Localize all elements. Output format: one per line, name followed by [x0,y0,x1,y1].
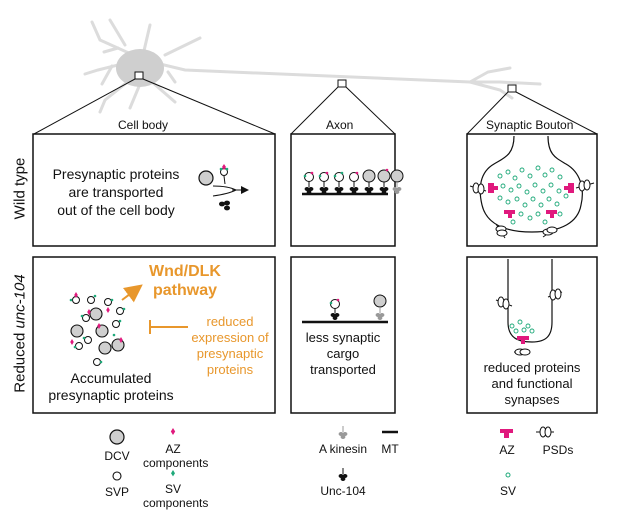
legend-sv-components-line-2: components [143,496,209,510]
reduced-axon-caption: less synaptic cargo transported [291,330,395,378]
reduced-axon-line-2: transported [310,362,376,377]
sv-icon [505,472,511,478]
wt-cell-body-caption: Presynaptic proteins are transported out… [36,165,196,219]
wt-bouton [469,135,595,239]
az-icon [500,429,513,438]
unc104-icon [338,468,348,481]
accumulated-line-1: Accumulated [70,370,152,386]
legend-mt: MT [381,442,399,456]
wt-cell-body-line-2: are transported [68,184,164,200]
expression-line-4: proteins [206,362,254,377]
reduced-bouton-line-2: and functional [491,376,573,391]
expression-line-3: presynaptic [196,346,264,361]
projection-lines [33,78,598,135]
svp-icon [112,471,122,481]
row-label-wild-type: Wild type [11,157,29,220]
reduced-bouton [495,259,563,356]
legend-az-components-line-1: AZ [165,442,181,456]
row-label-reduced-prefix: Reduced [11,328,29,393]
legend-az-components: AZ components [143,442,209,470]
legend-a-kinesin: A kinesin [318,442,368,456]
wt-cell-body-line-3: out of the cell body [57,202,175,218]
pathway-line-2: pathway [152,282,217,299]
legend-svp: SVP [104,485,129,499]
wt-cell-body-cargo [198,164,249,211]
zoom-marker-cell-body [134,71,144,80]
reduced-bouton-caption: reduced proteins and functional synapses [467,360,597,408]
reduced-bouton-line-3: synapses [504,392,560,407]
zoom-marker-axon [337,79,347,88]
expression-line-1: reduced [206,314,254,329]
legend-az-components-line-2: components [143,456,209,470]
legend-dcv: DCV [104,449,130,463]
psd-icon [536,426,554,438]
legend-unc104: Unc-104 [320,484,366,498]
reduced-cell-body-cargo [69,284,188,366]
pathway-line-1: Wnd/DLK [149,263,221,280]
zoom-marker-bouton [507,84,517,93]
wnd-dlk-pathway-label: Wnd/DLK pathway [135,262,235,300]
reduced-bouton-line-1: reduced proteins [483,360,581,375]
column-label-cell-body: Cell body [118,118,169,132]
reduced-expression-label: reduced expression of presynaptic protei… [185,314,275,378]
reduced-axon-line-1: less synaptic cargo [305,330,381,361]
legend-sv: SV [499,484,516,498]
az-component-icon [170,428,176,435]
legend-az: AZ [499,443,515,457]
reduced-axon-cargo [302,294,388,324]
panel-frames [32,133,598,414]
legend-icons [109,426,554,481]
row-label-reduced-gene: unc-104 [11,274,29,329]
wt-axon-cargo [302,168,404,196]
legend-psds: PSDs [542,443,574,457]
column-label-axon: Axon [326,118,354,132]
legend-sv-components-line-1: SV [164,482,181,496]
sv-component-icon [171,470,175,477]
accumulated-caption: Accumulated presynaptic proteins [36,370,186,404]
expression-line-2: expression of [191,330,269,345]
a-kinesin-icon [338,426,348,439]
accumulated-line-2: presynaptic proteins [48,387,174,403]
legend-sv-components: SV components [143,482,209,510]
row-label-reduced: Reduced unc-104 [12,269,29,399]
wt-cell-body-line-1: Presynaptic proteins [52,166,180,182]
dcv-icon [109,429,125,445]
neuron-illustration [83,18,542,114]
column-label-synaptic-bouton: Synaptic Bouton [486,118,574,132]
